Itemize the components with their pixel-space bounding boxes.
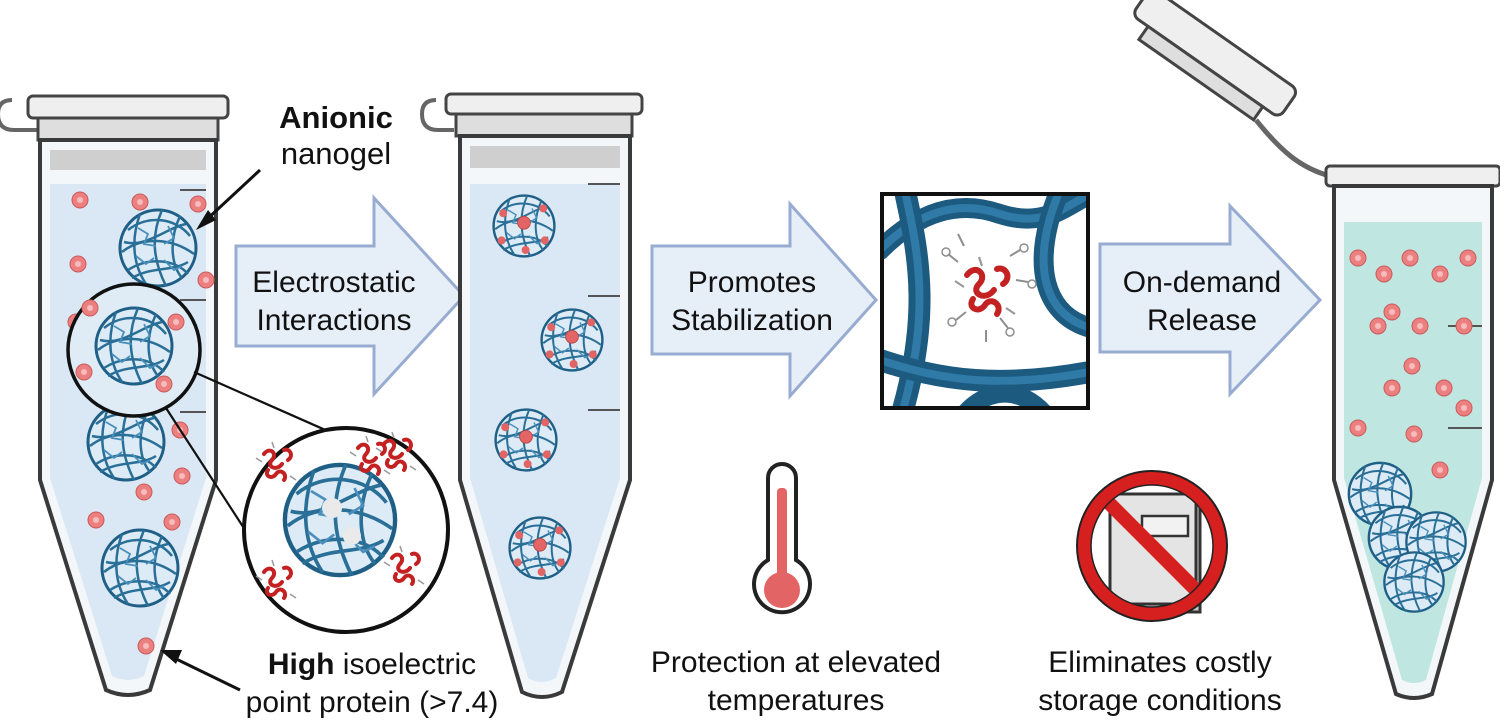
arrow-stabilization	[650, 200, 879, 400]
arrow1-label-line1: Electrostatic	[252, 266, 415, 299]
arrow2-label-line1: Promotes	[688, 266, 816, 299]
eliminates-label-line2: storage conditions	[1038, 684, 1282, 717]
label-pointers	[160, 168, 262, 692]
protein-label-line2: point protein (>7.4)	[246, 686, 499, 719]
tube-2	[419, 92, 644, 699]
eliminates-label-line1: Eliminates costly	[1048, 646, 1271, 679]
arrow1-label-line2: Interactions	[256, 304, 411, 337]
arrow-electrostatic	[234, 194, 467, 398]
no-freezer-icon	[1076, 470, 1228, 622]
stabilization-closeup	[880, 192, 1090, 410]
isoelectric-label: isoelectric	[334, 648, 476, 681]
high-label: High	[268, 648, 335, 681]
protection-label-line1: Protection at elevated	[651, 646, 941, 679]
tube-3-open	[1133, 0, 1500, 700]
arrow-release	[1098, 202, 1323, 398]
protection-label-line2: temperatures	[708, 684, 885, 717]
arrow2-label-line2: Stabilization	[671, 304, 833, 337]
tube-1	[0, 94, 230, 697]
nanogel-label: nanogel	[281, 136, 391, 171]
thermometer-icon	[752, 462, 812, 615]
arrow3-label-line2: Release	[1147, 304, 1257, 337]
arrow3-label-line1: On-demand	[1123, 266, 1281, 299]
anionic-label: Anionic	[279, 100, 393, 135]
protein-label-line1: High isoelectric	[268, 648, 476, 681]
zoom-inset	[165, 370, 450, 634]
